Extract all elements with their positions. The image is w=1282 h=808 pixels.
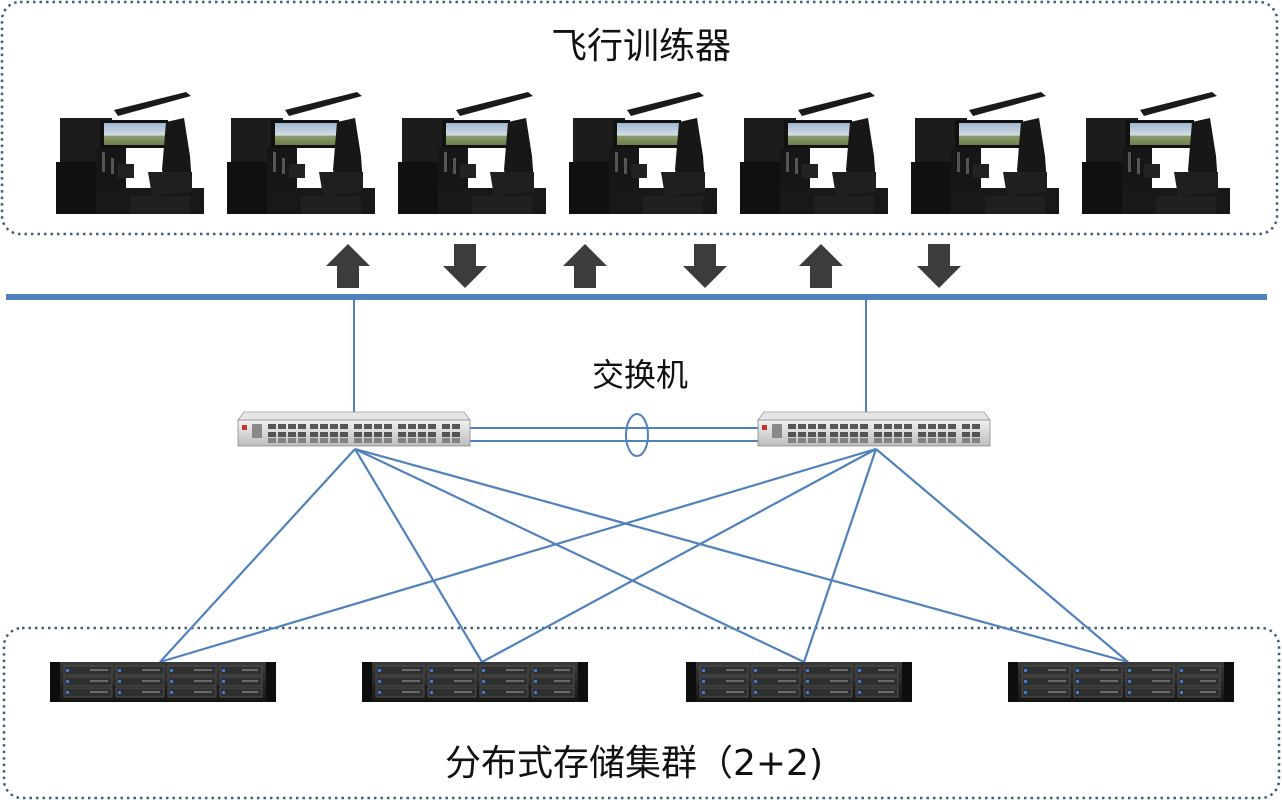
flight-simulator-icon [227,92,375,214]
switch-title: 交换机 [592,356,688,394]
network-switch-icon [758,412,990,446]
arrow-down-icon [443,244,487,288]
flight-simulator-icon [740,92,888,214]
arrow-up-icon [563,244,607,288]
network-switch-icon [238,412,470,446]
trainer-group-title: 飞行训练器 [551,26,731,67]
storage-group-title: 分布式存储集群（2+2) [445,743,823,784]
data-flow-arrows [326,244,961,288]
arrow-down-icon [683,244,727,288]
flight-simulator-icon [56,92,204,214]
storage-mesh-links [159,447,1129,664]
arrow-up-icon [326,244,370,288]
trainer-group-border [0,0,1279,236]
flight-simulator-icon [569,92,717,214]
storage-group-border [2,626,1281,800]
link-aggregation-ring [625,413,649,457]
flight-simulator-icon [911,92,1059,214]
storage-server-icon [362,662,588,702]
arrow-up-icon [799,244,843,288]
storage-server-icon [1008,662,1234,702]
arrow-down-icon [917,244,961,288]
flight-simulator-icon [398,92,546,214]
flight-simulator-icon [1082,92,1230,214]
storage-server-icon [686,662,912,702]
storage-server-row [50,662,1234,702]
storage-server-icon [50,662,276,702]
flight-simulator-row [56,92,1230,214]
